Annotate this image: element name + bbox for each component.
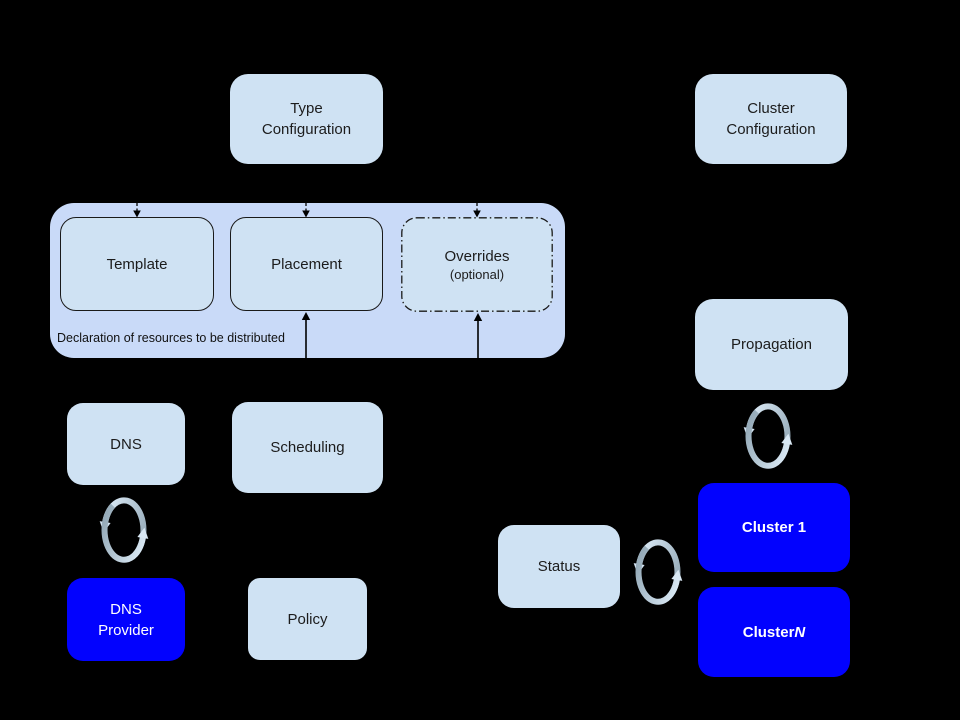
sync-icon [630,533,686,611]
node-cluster-configuration: Cluster Configuration [695,74,847,164]
overrides-sublabel: (optional) [449,266,505,282]
node-dns: DNS [67,403,185,485]
cluster-n-italic: N [794,623,806,641]
group-caption: Declaration of resources to be distribut… [57,331,285,345]
node-template: Template [60,217,214,311]
node-cluster-1: Cluster 1 [698,483,850,572]
sync-icon [96,491,152,569]
node-dns-provider: DNS Provider [67,578,185,661]
node-propagation: Propagation [695,299,848,390]
overrides-label: Overrides [444,247,510,265]
node-cluster-n: Cluster N [698,587,850,677]
node-status: Status [498,525,620,608]
node-scheduling: Scheduling [232,402,383,493]
sync-icon [740,397,796,475]
node-policy: Policy [248,578,367,660]
node-placement: Placement [230,217,383,311]
node-type-configuration: Type Configuration [230,74,383,164]
cluster-n-prefix: Cluster [742,623,795,641]
node-overrides: Overrides (optional) [401,217,553,312]
